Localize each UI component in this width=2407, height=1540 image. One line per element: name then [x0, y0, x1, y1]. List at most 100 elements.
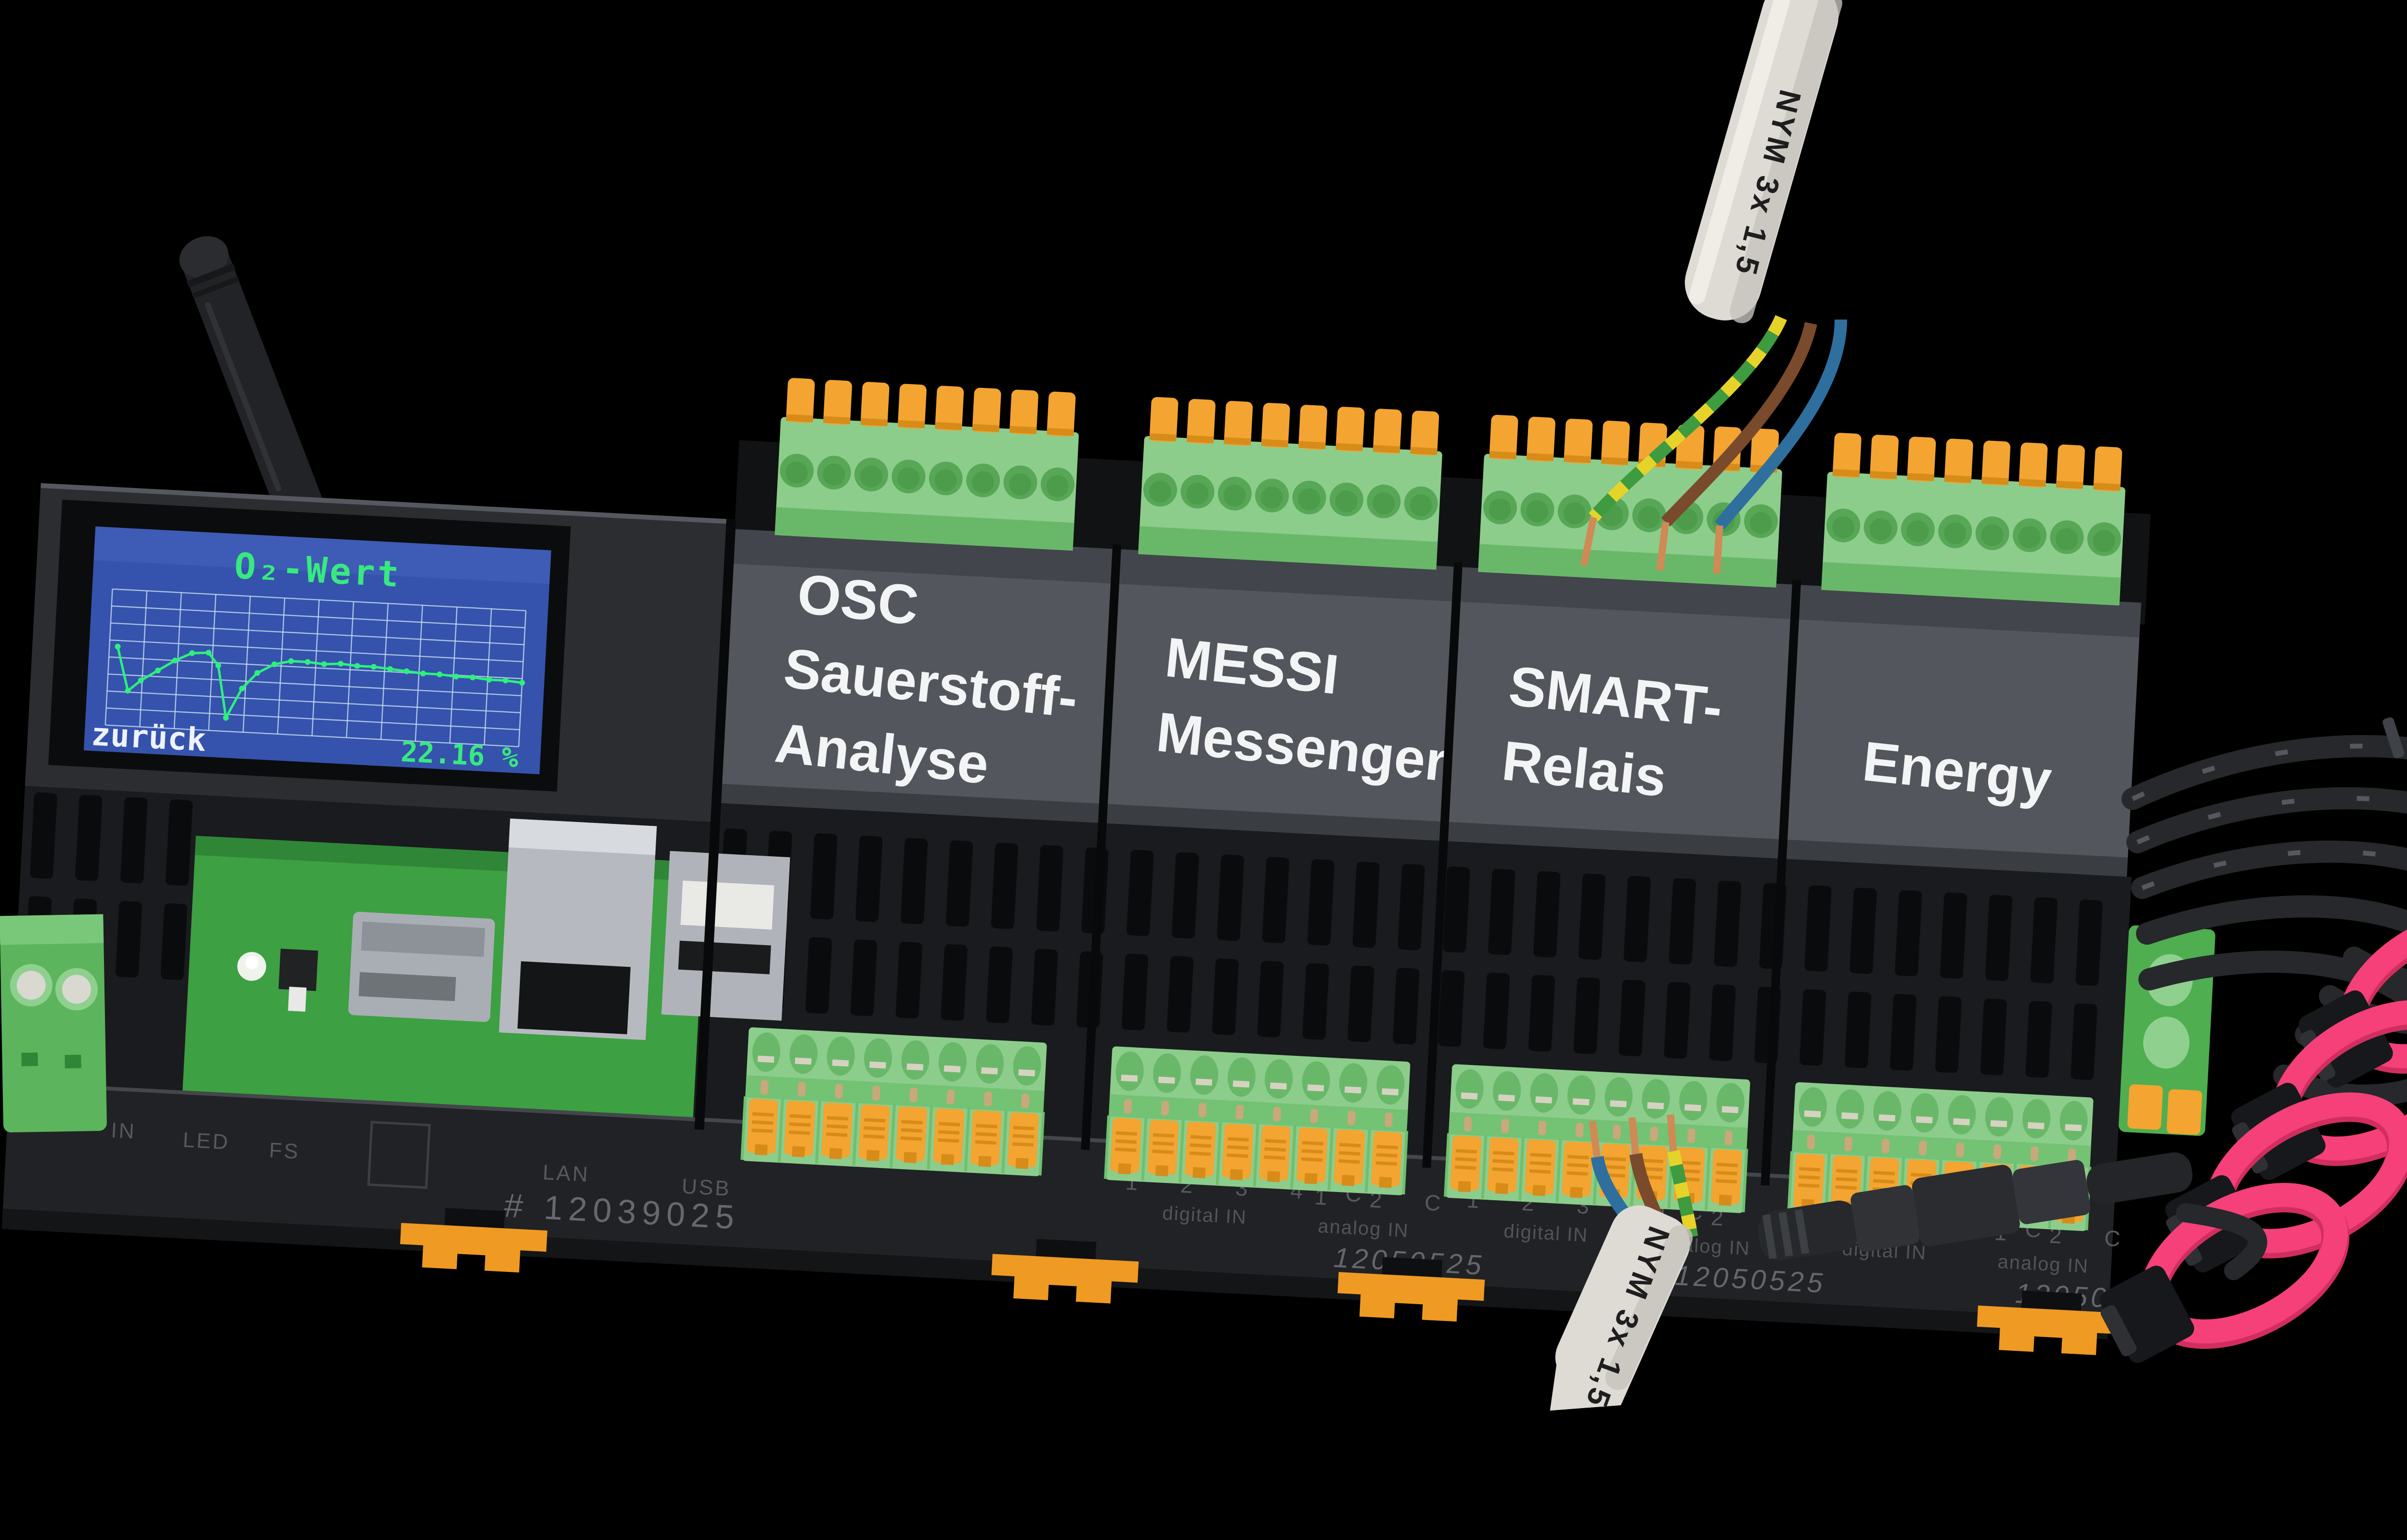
terminal-hole-inner [1488, 498, 1511, 521]
lever-ridge [1716, 1162, 1738, 1168]
vent-slot [1579, 873, 1606, 960]
terminal-hole-inner [934, 469, 957, 492]
lever-foot [1118, 1163, 1131, 1175]
cable-sheath-top [1684, 0, 1838, 321]
push-tab-base [2093, 483, 2121, 491]
lever-ridge [1228, 1137, 1249, 1142]
side-terminal-hole [2143, 1016, 2190, 1069]
push-tab-base [2019, 478, 2046, 487]
reset-button-body [278, 949, 318, 991]
lever-ridge [1338, 1159, 1360, 1164]
pin-slot [1310, 1108, 1319, 1124]
contact-glint [757, 1055, 775, 1063]
backplate [733, 440, 2151, 625]
vent-slot [855, 835, 883, 922]
lever-ridge [1301, 1149, 1323, 1154]
lever-divider [1038, 1112, 1045, 1176]
top-strip-osc [775, 378, 1079, 551]
lever-ridge [1798, 1183, 1820, 1188]
cover-foot [1105, 804, 1442, 841]
side-terminal-lever [2166, 1089, 2202, 1135]
barrel-connector [1758, 1152, 2193, 1260]
status-led-glint [245, 956, 259, 970]
terminal-hole-inner [1832, 516, 1854, 539]
grid-line-h [108, 673, 522, 696]
vent-slot [1257, 961, 1284, 1038]
trace-point [138, 678, 144, 684]
push-tab [1527, 417, 1555, 462]
copper-tip [1656, 522, 1669, 571]
lever-divider [927, 1106, 933, 1170]
lever-ridge [1339, 1142, 1361, 1148]
push-tab [1601, 421, 1630, 466]
lever-ridge [1265, 1139, 1286, 1144]
push-tab [1489, 414, 1518, 460]
din-clip [991, 1254, 1139, 1304]
lever-ridge [900, 1136, 922, 1141]
contact-glint [1841, 1112, 1858, 1120]
lever-foot [1155, 1165, 1169, 1177]
energy-analog-label: analog IN [1997, 1251, 2089, 1277]
trace-point [304, 659, 311, 665]
trace-point [223, 715, 229, 721]
lever-ridge [1529, 1169, 1551, 1174]
grid-line-h [105, 724, 519, 747]
trace-point [403, 668, 410, 674]
contact-glint [1307, 1084, 1324, 1092]
lever-foot [866, 1150, 880, 1161]
vent-slot [900, 838, 928, 924]
coil-cable [2122, 735, 2407, 992]
lever-ridge [1455, 1149, 1477, 1154]
push-tab-base [1489, 451, 1517, 460]
lever-foot [829, 1148, 842, 1159]
copper-tip [1713, 525, 1723, 574]
trace-point [254, 670, 260, 676]
lever-ridge [1567, 1163, 1589, 1168]
push-tab [1009, 389, 1038, 435]
contact-glint [944, 1065, 961, 1073]
grid-line-h [106, 707, 520, 731]
lever-ridge [1152, 1149, 1174, 1154]
terminal-band [1109, 1094, 1408, 1132]
lever-ridge [1013, 1126, 1035, 1130]
usb-tongue [680, 880, 775, 930]
grid-line-h [112, 588, 526, 612]
push-tab [823, 380, 852, 425]
contact-glint [1610, 1100, 1627, 1107]
pin-slot [872, 1086, 880, 1101]
lever-ridge [1455, 1165, 1476, 1170]
reset-button-plunger [288, 987, 307, 1012]
din-clip [400, 1223, 548, 1273]
push-tab-base [860, 418, 888, 426]
lever-divider [1824, 1153, 1831, 1217]
cover-foot [1447, 821, 1780, 859]
lever-divider [964, 1108, 971, 1172]
push-tab-base [1298, 441, 1326, 449]
lever-ridge [1376, 1153, 1398, 1158]
terminal-hole-inner [1046, 475, 1069, 498]
push-tab-base [935, 422, 962, 430]
vent-slot [1302, 963, 1329, 1040]
barrel-ridge [1762, 1214, 1777, 1259]
screw-head [16, 971, 46, 1000]
push-tab-base [1832, 469, 1860, 477]
lever-ridge [901, 1128, 922, 1133]
cover-foot [1785, 839, 2128, 877]
push-tab [1187, 399, 1216, 444]
vent-slot [1533, 871, 1561, 958]
pin-slot [1463, 1116, 1472, 1131]
terminal-band [1792, 1130, 2091, 1168]
lever-ridge [1873, 1179, 1895, 1184]
bottom-strip-messi [1104, 1046, 1411, 1195]
contact-glint [1498, 1094, 1515, 1102]
terminal-hole-inner [1372, 492, 1395, 514]
module-gap [1422, 562, 1463, 1168]
terminal-hole-inner [1906, 520, 1929, 543]
lever-foot [792, 1146, 805, 1157]
vent-slot [1618, 979, 1645, 1056]
vent-slot [1664, 982, 1691, 1059]
screen-trace [115, 643, 525, 722]
pin-slot [1575, 1122, 1584, 1138]
trace-point [519, 680, 525, 686]
sheath-shade [1730, 0, 1842, 323]
